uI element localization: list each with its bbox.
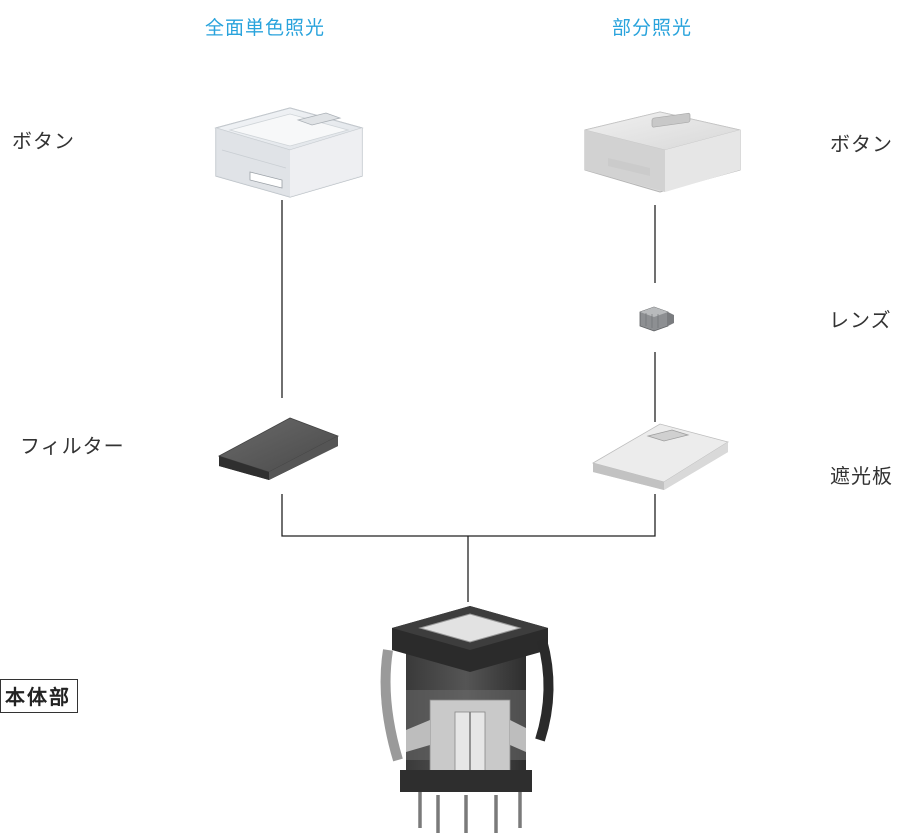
label-filter: フィルター bbox=[20, 434, 125, 458]
label-button-right: ボタン bbox=[830, 132, 893, 156]
label-shield: 遮光板 bbox=[830, 464, 893, 488]
label-body: 本体部 bbox=[0, 679, 78, 713]
filter-plate bbox=[217, 417, 339, 480]
shading-plate bbox=[591, 423, 729, 490]
connector-lines bbox=[281, 200, 656, 602]
white-button-cap bbox=[584, 111, 741, 193]
label-lens: レンズ bbox=[829, 308, 892, 332]
label-button-left: ボタン bbox=[12, 129, 75, 153]
header-partial-illumination: 部分照光 bbox=[612, 17, 693, 39]
switch-body bbox=[380, 606, 554, 833]
header-full-illumination: 全面単色照光 bbox=[205, 17, 326, 39]
lens-part bbox=[639, 306, 674, 332]
clear-button-cap bbox=[214, 107, 364, 198]
